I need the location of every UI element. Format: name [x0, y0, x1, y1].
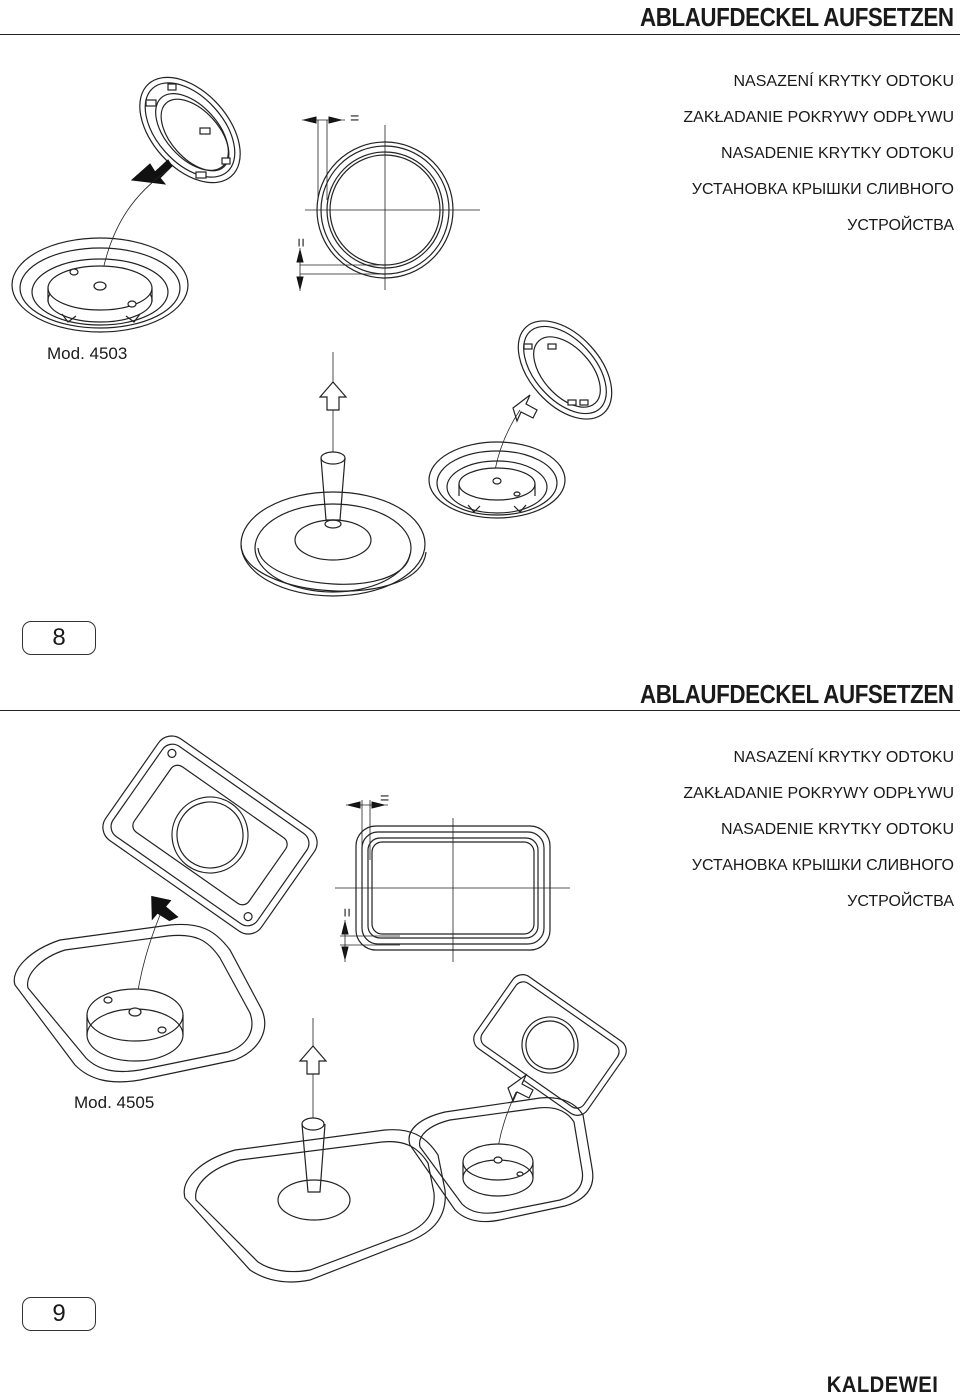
rect-drain-tool-drawing [183, 1018, 446, 1283]
down-arrow-icon [151, 895, 179, 922]
instruction-sk: NASADENIE KRYTKY ODTOKU [721, 821, 954, 838]
round-cover-drawing [139, 76, 241, 184]
instruction-languages: NASAZENÍ KRYTKY ODTOKU ZAKŁADANIE POKRYW… [683, 748, 954, 912]
title-rule [0, 34, 960, 35]
rect-cover-drawing [102, 735, 318, 935]
instruction-ru-line1: УСТАНОВКА КРЫШКИ СЛИВНОГО [691, 857, 954, 874]
equal-mark-vertical: = [292, 238, 309, 247]
round-drain-base-drawing [11, 237, 189, 333]
step-number-box: 8 [22, 621, 96, 655]
instruction-ru-line2: УСТРОЙСТВА [847, 217, 954, 234]
up-arrow-icon [512, 394, 538, 423]
instruction-pl: ZAKŁADANIE POKRYWY ODPŁYWU [683, 109, 954, 126]
round-cover-lifted-drawing [517, 320, 613, 420]
instruction-languages: NASAZENÍ KRYTKY ODTOKU ZAKŁADANIE POKRYW… [683, 72, 954, 236]
rect-cover-lifted-drawing [473, 974, 627, 1116]
instruction-sk: NASADENIE KRYTKY ODTOKU [721, 145, 954, 162]
equal-mark-horizontal: = [350, 110, 359, 127]
rect-drain-base-2-drawing [408, 1097, 594, 1223]
up-arrow-icon [507, 1073, 534, 1103]
instruction-ru-line2: УСТРОЙСТВА [847, 893, 954, 910]
equal-mark-vertical: = [338, 908, 355, 917]
model-label: Mod. 4503 [47, 344, 128, 363]
round-drain-illustration: = = [11, 76, 613, 597]
section-title: ABLAUFDECKEL AUFSETZEN [640, 679, 954, 709]
title-rule [0, 710, 960, 711]
model-label: Mod. 4505 [74, 1093, 155, 1112]
instruction-pl: ZAKŁADANIE POKRYWY ODPŁYWU [683, 785, 954, 802]
drain-tool-drawing [240, 352, 427, 597]
guide-line [99, 169, 169, 287]
instruction-cs: NASAZENÍ KRYTKY ODTOKU [733, 73, 955, 90]
rectangular-drain-illustration: = = [13, 735, 627, 1283]
rect-drain-base-drawing [13, 923, 266, 1083]
rect-top-view-drawing [335, 800, 570, 962]
instruction-ru-line1: УСТАНОВКА КРЫШКИ СЛИВНОГО [691, 181, 954, 198]
guide-line [494, 409, 521, 471]
round-drain-base-2-drawing [428, 441, 566, 519]
instruction-cs: NASAZENÍ KRYTKY ODTOKU [733, 749, 955, 766]
section-title: ABLAUFDECKEL AUFSETZEN [640, 2, 954, 32]
equal-mark-horizontal: = [380, 790, 389, 807]
step-number-box: 9 [22, 1297, 96, 1331]
down-arrow-icon [130, 159, 173, 185]
round-top-view-drawing [296, 116, 480, 291]
brand-logo: KALDEWEI [826, 1372, 938, 1397]
